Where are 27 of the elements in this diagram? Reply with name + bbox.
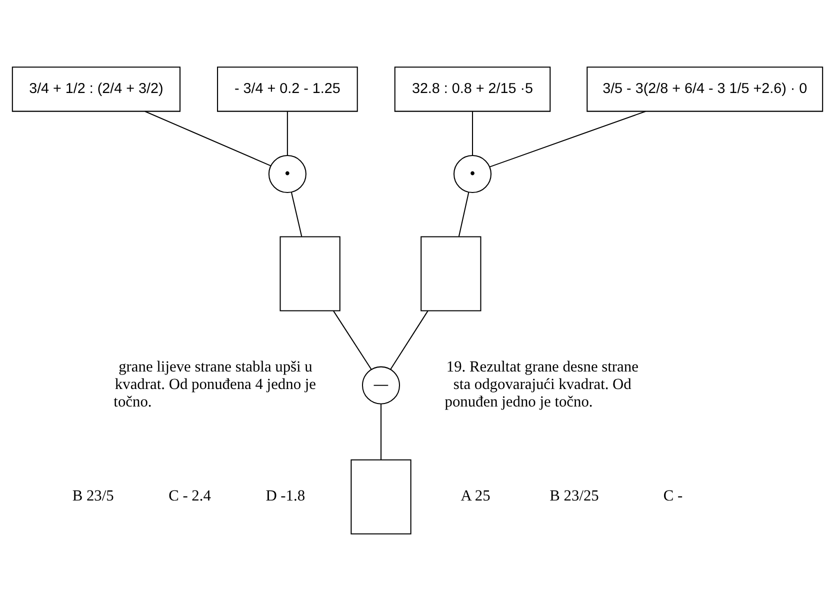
label: 19. Rezultat grane desne strane sta odgovarajući kvadrat. Od ponuđen jedno je točno.	[444, 358, 638, 410]
connector	[472, 112, 474, 156]
label: D -1.8	[266, 487, 306, 504]
label: B 23/25	[550, 487, 599, 504]
node-circle: •	[268, 155, 306, 194]
connector	[490, 110, 646, 168]
label: C - 2.4	[168, 487, 211, 504]
node-box: 3/5 - 3(2/8 + 6/4 - 3 1/5 +2.6) · 0	[586, 66, 824, 112]
label: A 25	[460, 487, 490, 504]
node-circle: •	[453, 155, 492, 194]
connector	[380, 404, 382, 460]
node-box: - 3/4 + 0.2 - 1.25	[217, 66, 358, 112]
node-box: 3/4 + 1/2 : (2/4 + 3/2)	[12, 66, 181, 112]
connector	[144, 110, 271, 166]
connector	[286, 112, 288, 156]
node-box	[280, 236, 340, 312]
label: B 23/5	[72, 487, 114, 504]
label: grane lijeve strane stabla upši u kvadrat. Od ponuđena 4 jedno je točno.	[114, 358, 316, 410]
connector	[390, 310, 428, 370]
connector	[333, 310, 372, 370]
label: C -	[663, 487, 683, 504]
node-box	[350, 459, 412, 534]
connector	[458, 192, 470, 237]
node-box: 32.8 : 0.8 + 2/15 ·5	[394, 66, 551, 112]
connector	[290, 192, 302, 237]
node-box	[420, 236, 482, 312]
node-circle: —	[362, 366, 400, 404]
